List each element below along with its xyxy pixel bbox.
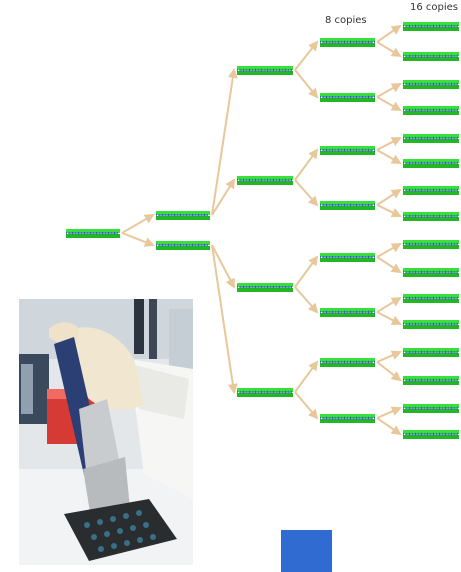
arrow-gen3-to-4-3 — [294, 148, 319, 181]
arrow-gen4-to-5-8 — [376, 204, 402, 218]
dna-strand-gen5-7 — [403, 186, 459, 195]
arrow-gen3-to-4-6 — [294, 286, 319, 314]
dna-strand-gen5-2 — [403, 52, 459, 61]
arrow-gen4-to-5-12 — [376, 311, 402, 325]
arrow-gen3-to-4-4 — [294, 179, 319, 207]
dna-strand-gen5-16 — [403, 430, 459, 439]
arrow-gen3-to-4-1 — [294, 40, 319, 71]
arrow-gen4-to-5-4 — [376, 96, 402, 111]
arrow-gen4-to-5-2 — [376, 41, 402, 58]
dna-strand-gen4-8 — [320, 414, 375, 423]
dna-strand-gen5-10 — [403, 268, 459, 277]
blue-square-marker — [281, 530, 332, 572]
dna-strand-gen3-1 — [237, 66, 293, 75]
dna-strand-gen5-8 — [403, 212, 459, 221]
dna-strand-gen4-4 — [320, 201, 375, 210]
arrow-gen3-to-4-8 — [294, 391, 319, 420]
dna-strand-gen5-3 — [403, 80, 459, 89]
dna-strand-gen3-2 — [237, 176, 293, 185]
arrow-gen3-to-4-7 — [294, 360, 319, 393]
dna-strand-gen5-5 — [403, 134, 459, 143]
arrows-layer — [121, 24, 402, 436]
dna-strand-gen2-2 — [156, 241, 210, 250]
dna-strand-gen4-1 — [320, 38, 375, 47]
dna-strand-gen5-15 — [403, 404, 459, 413]
arrow-gen4-to-5-14 — [376, 361, 402, 382]
dna-strand-gen5-9 — [403, 240, 459, 249]
arrow-gen4-to-5-1 — [376, 24, 402, 43]
dna-strand-gen4-5 — [320, 253, 375, 262]
dna-strand-gen3-3 — [237, 283, 293, 292]
eight-copies-label: 8 copies — [325, 15, 367, 26]
dna-strand-gen3-4 — [237, 388, 293, 397]
dna-strand-gen5-11 — [403, 294, 459, 303]
arrow-gen1-to-2-1 — [121, 213, 155, 234]
arrow-gen4-to-5-13 — [376, 350, 402, 363]
dna-strand-gen4-7 — [320, 358, 375, 367]
dna-strand-gen2-1 — [156, 211, 210, 220]
arrow-gen2-to-3-4 — [211, 244, 238, 394]
arrow-gen4-to-5-15 — [376, 406, 402, 419]
lab-pipette-photo — [19, 299, 193, 565]
arrow-gen4-to-5-3 — [376, 83, 402, 98]
arrow-gen4-to-5-5 — [376, 137, 402, 151]
arrow-gen4-to-5-7 — [376, 188, 402, 206]
dna-strand-gen5-6 — [403, 159, 459, 168]
arrow-gen2-to-3-2 — [211, 178, 236, 216]
dna-strand-gen5-13 — [403, 348, 459, 357]
dna-strand-gen4-3 — [320, 146, 375, 155]
dna-strand-gen4-6 — [320, 308, 375, 317]
arrow-gen4-to-5-10 — [376, 256, 402, 274]
arrow-gen2-to-3-3 — [211, 244, 235, 289]
strands-layer — [66, 22, 459, 439]
dna-strand-gen5-4 — [403, 106, 459, 115]
arrow-gen3-to-4-2 — [294, 69, 319, 99]
arrow-gen4-to-5-16 — [376, 417, 402, 436]
arrow-gen4-to-5-9 — [376, 243, 402, 258]
arrow-gen2-to-3-1 — [211, 68, 238, 216]
arrow-gen1-to-2-2 — [121, 232, 155, 247]
dna-strand-gen1-1 — [66, 229, 120, 238]
dna-strand-gen4-2 — [320, 93, 375, 102]
dna-strand-gen5-14 — [403, 376, 459, 385]
dna-strand-gen5-12 — [403, 320, 459, 329]
arrow-gen3-to-4-5 — [294, 255, 319, 288]
dna-strand-gen5-1 — [403, 22, 459, 31]
sixteen-copies-label: 16 copies — [410, 2, 459, 13]
arrow-gen4-to-5-11 — [376, 296, 402, 313]
arrow-gen4-to-5-6 — [376, 149, 402, 164]
